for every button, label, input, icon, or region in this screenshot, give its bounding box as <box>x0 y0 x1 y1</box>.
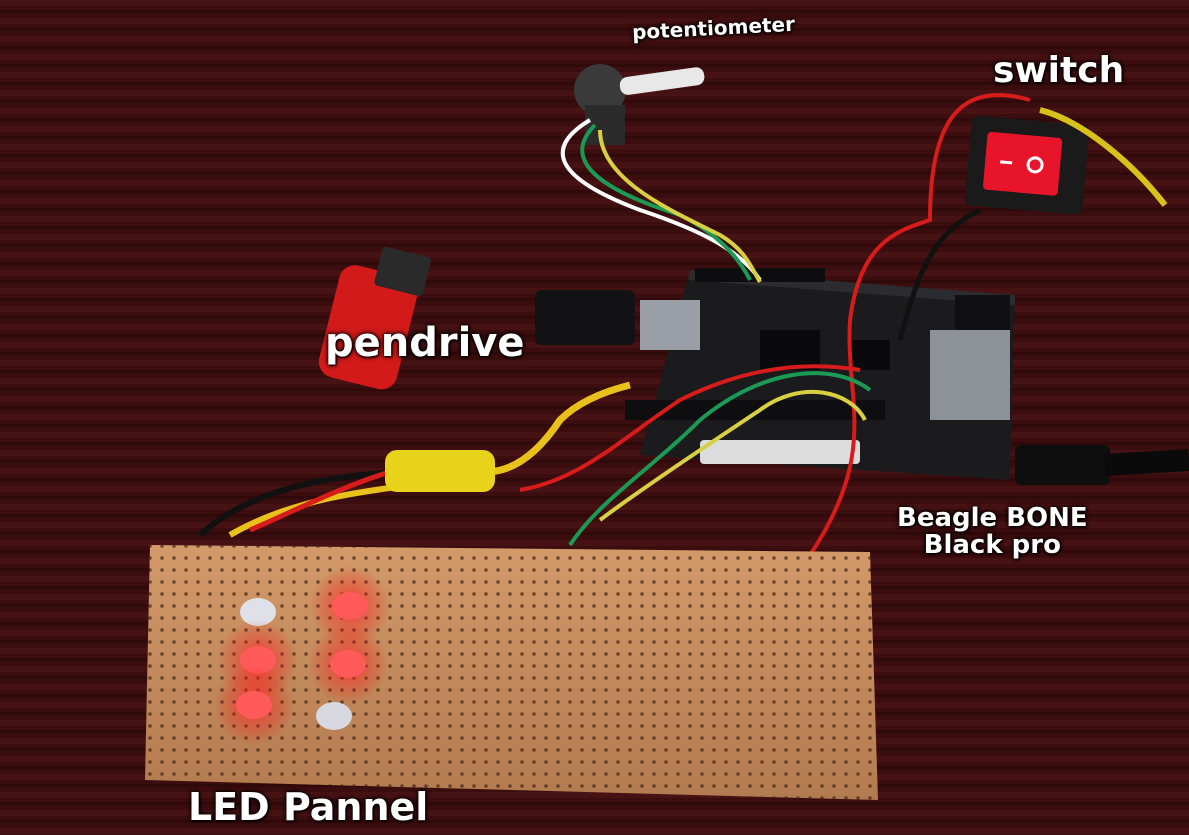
switch-label: switch <box>993 50 1125 91</box>
usb-dongle <box>535 290 635 345</box>
pendrive-label: pendrive <box>325 320 525 366</box>
board-label-line1: Beagle BONE <box>897 503 1088 533</box>
board-label: Beagle BONE Black pro <box>897 503 1088 561</box>
led-2 <box>310 566 390 646</box>
usb-cable <box>1015 445 1189 485</box>
led-6 <box>316 702 352 730</box>
led-5 <box>214 665 294 745</box>
pendrive <box>318 246 431 390</box>
jumper-wires <box>197 93 1168 557</box>
board-label-line2: Black pro <box>923 530 1061 561</box>
led-4 <box>308 624 388 704</box>
rocker-switch <box>964 115 1090 215</box>
led-panel-label: LED Pannel <box>188 785 429 829</box>
led-array <box>214 566 390 745</box>
led-1 <box>240 598 276 626</box>
potentiometer <box>574 64 705 145</box>
